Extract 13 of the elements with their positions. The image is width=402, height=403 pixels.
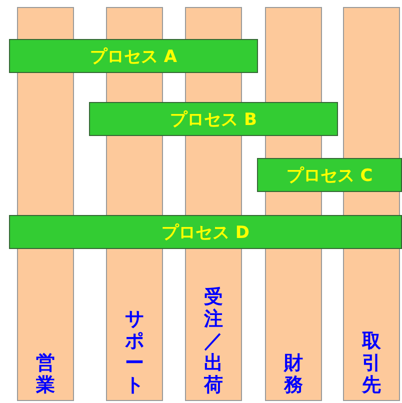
- process-label: プロセス C: [286, 164, 373, 186]
- department-label: サポート: [124, 308, 144, 396]
- process-bar: [257, 158, 402, 192]
- department-label: 財務: [284, 352, 304, 396]
- department-label: 営業: [36, 352, 56, 396]
- process-label: プロセス D: [161, 222, 250, 244]
- process-label: プロセス A: [90, 46, 178, 68]
- process-bar: [89, 102, 338, 136]
- process-bar: [9, 215, 402, 249]
- process-label: プロセス B: [170, 108, 257, 130]
- department-label: 受注／出荷: [204, 286, 224, 396]
- process-bar: [9, 39, 258, 73]
- department-label: 取引先: [362, 330, 382, 396]
